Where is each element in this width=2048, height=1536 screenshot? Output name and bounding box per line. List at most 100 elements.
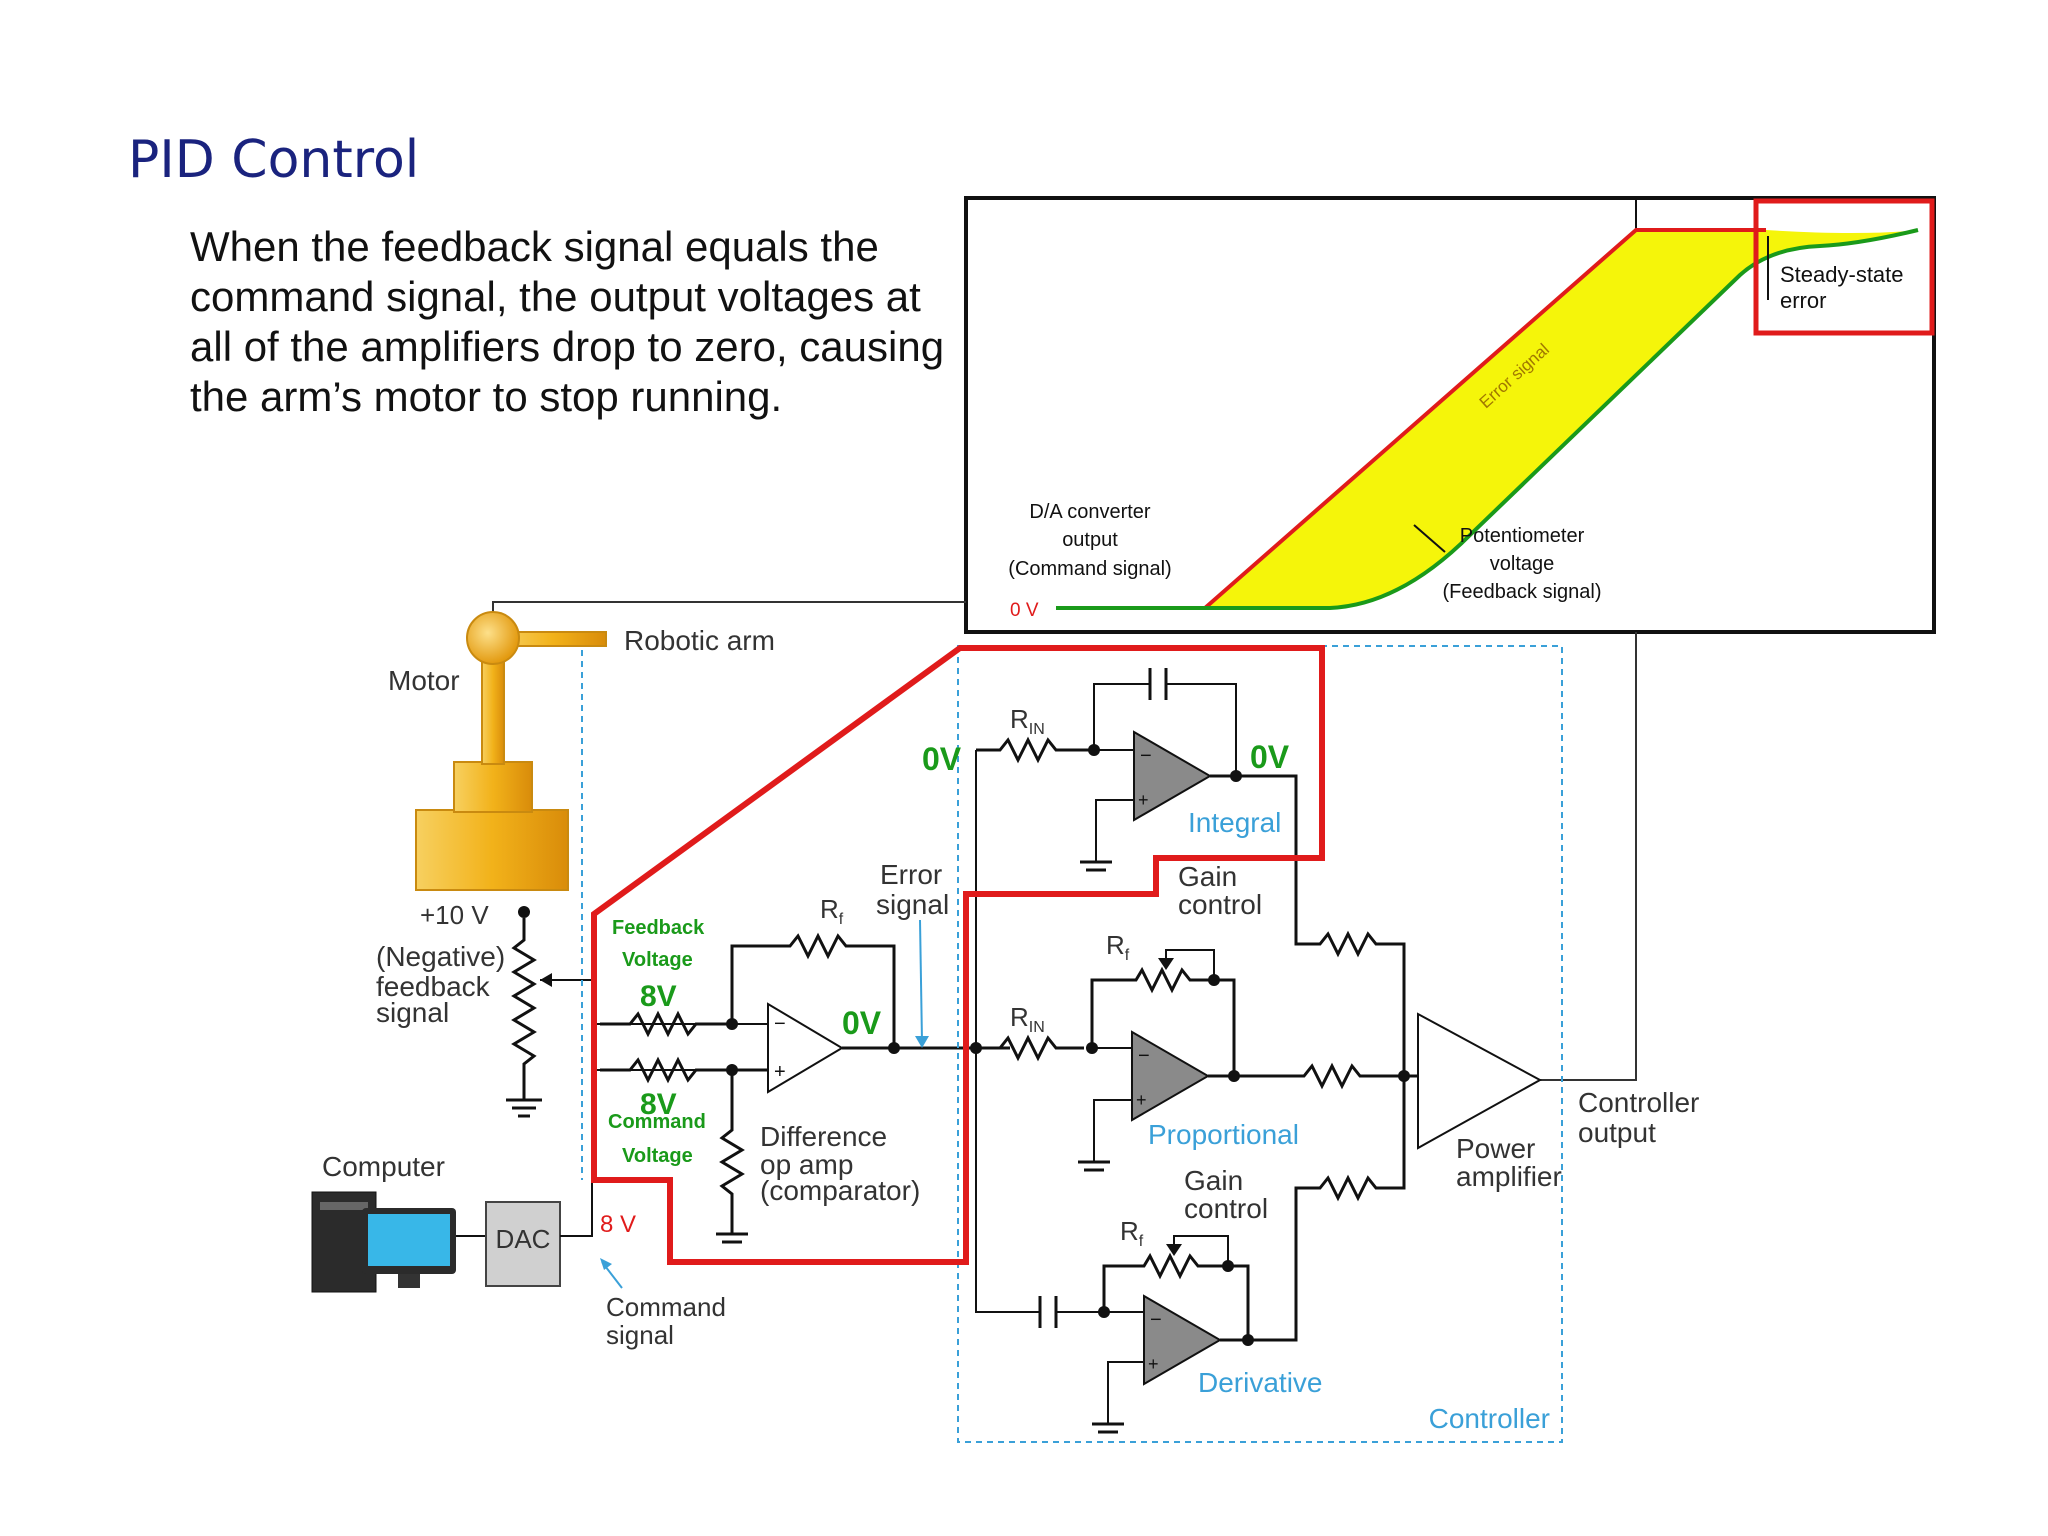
proportional-rin-label: RIN — [1010, 1002, 1045, 1036]
difference-label-1: Difference — [760, 1121, 887, 1152]
diff-out-value: 0V — [842, 1005, 882, 1041]
error-pointer-arrow — [915, 1036, 929, 1048]
ground-resistor — [719, 1070, 745, 1234]
integral-output-wire — [1210, 774, 1406, 1080]
diff-minus: − — [774, 1013, 786, 1035]
neg-feedback-label-1: (Negative) — [376, 941, 505, 972]
derivative-output-wire — [1220, 1076, 1406, 1342]
pot-wiper-arrow — [540, 973, 552, 987]
command-voltage-label-2: Voltage — [622, 1145, 693, 1167]
dac-label: DAC — [496, 1224, 551, 1254]
slide-title: PID Control — [128, 130, 420, 190]
proportional-opamp — [1131, 1030, 1210, 1122]
gain-control-top-1: Gain — [1178, 861, 1237, 892]
error-area — [1205, 230, 1918, 608]
integral-minus: − — [1140, 745, 1152, 767]
feedback-label-3: (Feedback signal) — [1443, 581, 1602, 603]
derivative-rf — [1102, 1252, 1250, 1340]
diff-opamp — [767, 1002, 844, 1094]
pot-resistor — [511, 918, 537, 1100]
difference-label-2: op amp — [760, 1149, 853, 1180]
integral-ground-wire — [1095, 799, 1134, 862]
derivative-stage: − + Rf Gain control Derivative — [976, 1076, 1406, 1434]
arm-column — [481, 649, 505, 765]
proportional-stage: − + RIN Rf Proportional — [976, 930, 1418, 1172]
feedback-label-1: Potentiometer — [1460, 525, 1585, 547]
feedback-voltage-label-1: Feedback — [612, 917, 705, 939]
power-amp-label-2: amplifier — [1456, 1161, 1562, 1192]
derivative-wiper-arrow — [1166, 1244, 1182, 1256]
integral-rin — [976, 736, 1094, 764]
command-signal-label-1: Command — [606, 1292, 726, 1322]
computer-label: Computer — [322, 1151, 445, 1182]
integral-opamp — [1133, 730, 1212, 822]
robotic-arm: Robotic arm Motor — [388, 611, 775, 891]
proportional-output-wire — [1208, 1062, 1418, 1090]
gain-control-bottom-1: Gain — [1184, 1165, 1243, 1196]
signal-graph: Steady-state error 0 V D/A converter out… — [964, 196, 1936, 634]
zero-voltage-highlight — [591, 645, 1325, 1265]
controller-label: Controller — [1429, 1403, 1550, 1434]
proportional-rf-node — [1208, 974, 1220, 986]
monitor-stand-icon — [398, 1274, 420, 1288]
gain-control-bottom-2: control — [1184, 1193, 1268, 1224]
dac-8v-label: 8 V — [600, 1211, 636, 1238]
steady-state-label-1: Steady-state — [1780, 262, 1904, 287]
gain-control-top-2: control — [1178, 889, 1262, 920]
proportional-rf-label: Rf — [1106, 930, 1130, 964]
proportional-plus: + — [1136, 1090, 1147, 1110]
integral-label: Integral — [1188, 807, 1281, 838]
power-amp-triangle — [1417, 1012, 1543, 1150]
derivative-out-node — [1242, 1334, 1254, 1346]
integral-cap-wire — [1093, 683, 1237, 776]
proportional-out-node — [1228, 1070, 1240, 1082]
proportional-wiper-arrow — [1158, 958, 1174, 970]
rf-resistor — [730, 932, 896, 1048]
integral-stage: − + RIN Integral 0V 0V Gain control — [922, 668, 1406, 1080]
error-pointer — [919, 919, 923, 1043]
integral-out-value: 0V — [1250, 739, 1290, 775]
derivative-rf-label: Rf — [1120, 1216, 1144, 1250]
command-value: 8V — [640, 1088, 677, 1121]
motor-body — [453, 761, 533, 813]
computer: Computer DAC 8 V Command signal — [311, 1069, 730, 1350]
command-signal-arrow — [600, 1258, 612, 1270]
derivative-opamp — [1143, 1294, 1222, 1386]
proportional-rf — [1090, 966, 1236, 1076]
diff-out-node — [888, 1042, 900, 1054]
supply-node — [518, 906, 530, 918]
derivative-ground-wire — [1107, 1361, 1144, 1424]
controller-output-label-1: Controller — [1578, 1087, 1699, 1118]
diff-plus: + — [774, 1061, 786, 1083]
proportional-rin — [976, 1034, 1084, 1062]
steady-state-label-2: error — [1780, 288, 1826, 313]
feedback-resistor — [600, 1010, 732, 1038]
command-label-3: (Command signal) — [1008, 558, 1171, 580]
power-amp-label-1: Power — [1456, 1133, 1535, 1164]
controller-output-label-2: output — [1578, 1117, 1656, 1148]
derivative-gain-wiper — [1173, 1235, 1229, 1266]
robotic-arm-label: Robotic arm — [624, 625, 775, 656]
proportional-gain-wiper — [1165, 949, 1215, 980]
feedback-voltage-label-2: Voltage — [622, 949, 693, 971]
neg-feedback-label-3: signal — [376, 997, 449, 1028]
integral-plus: + — [1138, 790, 1149, 810]
steady-state-box — [1753, 198, 1935, 336]
integral-in-value: 0V — [922, 741, 962, 777]
motor-base — [415, 809, 569, 891]
command-label-1: D/A converter — [1029, 501, 1151, 523]
controller-output-wire — [1540, 632, 1637, 1081]
command-label-2: output — [1062, 529, 1118, 551]
proportional-label: Proportional — [1148, 1119, 1299, 1150]
feedback-pointer — [1413, 524, 1446, 553]
command-signal-label-2: signal — [606, 1320, 674, 1350]
motor-label: Motor — [388, 665, 460, 696]
derivative-minus: − — [1150, 1309, 1162, 1331]
proportional-minus: − — [1138, 1045, 1150, 1067]
command-resistor — [600, 1056, 768, 1084]
arm-joint — [466, 611, 520, 665]
error-signal-label-2: signal — [876, 889, 949, 920]
slide-body-text: When the feedback signal equals the comm… — [190, 223, 945, 420]
integral-out-node — [1230, 770, 1242, 782]
